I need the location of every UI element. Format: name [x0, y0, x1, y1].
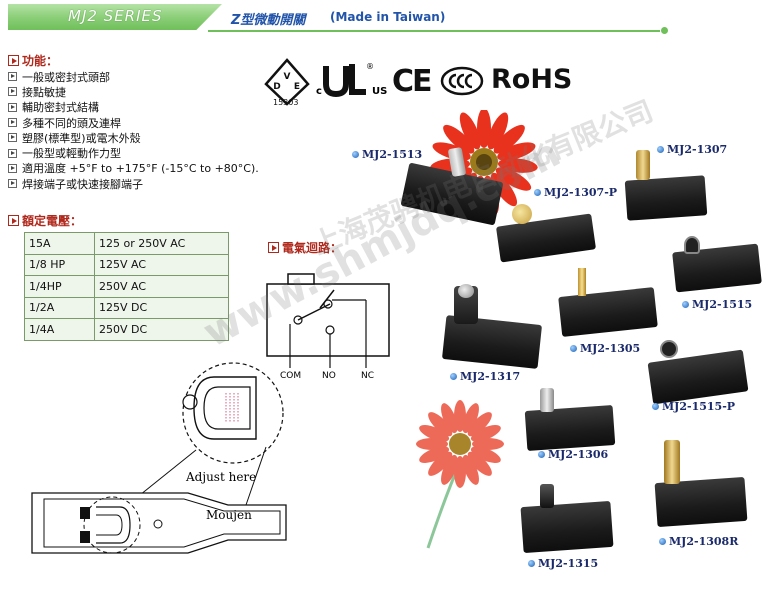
bullet-dot-icon	[538, 451, 545, 458]
circuit-diagram	[266, 273, 390, 368]
bullet-dot-icon	[570, 345, 577, 352]
adjust-diagram	[31, 362, 287, 554]
list-item: 一般型或輕動作力型	[8, 145, 268, 160]
arrow-icon	[8, 55, 19, 66]
plunger-mj2-1308r	[664, 440, 680, 484]
bullet-arrow-icon	[8, 148, 17, 158]
header-divider	[208, 30, 660, 32]
plunger-mj2-1515p	[660, 340, 678, 358]
product-label-mj2-1307p: MJ2-1307-P	[534, 186, 617, 199]
circuit-heading: 電氣迴路：	[268, 239, 342, 256]
plunger-mj2-1306	[540, 388, 554, 412]
plunger-mj2-1307p	[512, 204, 532, 224]
product-label-mj2-1317: MJ2-1317	[450, 370, 520, 383]
svg-text:D: D	[273, 82, 280, 92]
list-item: 多種不同的頭及連桿	[8, 115, 268, 130]
list-item: 焊接端子或快速接腳端子	[8, 176, 268, 191]
svg-text:V: V	[284, 72, 291, 82]
list-item: 接點敏捷	[8, 84, 268, 99]
ul-c-label: c	[316, 86, 322, 97]
bullet-dot-icon	[528, 560, 535, 567]
bullet-arrow-icon	[8, 87, 17, 97]
list-item: 塑膠(標準型)或電木外殼	[8, 130, 268, 145]
switch-image-mj2-1307	[624, 175, 708, 221]
product-label-mj2-1315: MJ2-1315	[528, 557, 598, 570]
plunger-mj2-1315	[540, 484, 554, 508]
bullet-dot-icon	[659, 538, 666, 545]
product-label-mj2-1513: MJ2-1513	[352, 148, 422, 161]
bullet-arrow-icon	[8, 163, 17, 173]
features-heading: 功能：	[8, 52, 58, 69]
features-list: 一般或密封式頭部 接點敏捷 輔助密封式結構 多種不同的頭及連桿 塑膠(標準型)或…	[8, 69, 268, 191]
header-divider-dot	[661, 27, 668, 34]
list-item: 輔助密封式結構	[8, 100, 268, 115]
bullet-dot-icon	[534, 189, 541, 196]
product-label-mj2-1306: MJ2-1306	[538, 448, 608, 461]
bullet-arrow-icon	[8, 179, 17, 189]
switch-image-mj2-1305	[558, 287, 658, 337]
ce-mark: CE	[392, 64, 432, 99]
product-label-mj2-1305: MJ2-1305	[570, 342, 640, 355]
terminal-nc-label: NC	[361, 371, 375, 381]
registered-mark: ®	[366, 62, 374, 71]
switch-image-mj2-1315	[520, 500, 614, 554]
bullet-dot-icon	[682, 301, 689, 308]
pink-flower-image	[416, 400, 504, 549]
bullet-dot-icon	[657, 146, 664, 153]
switch-image-mj2-1515p	[647, 349, 749, 405]
product-label-mj2-1307: MJ2-1307	[657, 143, 727, 156]
ul-logo-icon	[323, 64, 366, 98]
ccc-logo-icon	[440, 66, 484, 96]
plunger-mj2-1307	[636, 150, 650, 180]
terminal-com-label: COM	[280, 371, 302, 381]
ul-us-label: US	[372, 86, 388, 97]
vde-number: 15303	[273, 98, 299, 107]
bullet-dot-icon	[352, 151, 359, 158]
product-label-mj2-1515: MJ2-1515	[682, 298, 752, 311]
made-in-label: (Made in Taiwan)	[330, 10, 446, 24]
adjust-here-label: Adjust here	[186, 470, 257, 484]
list-item: 適用溫度 +5°F to +175°F (-15°C to +80°C).	[8, 161, 268, 176]
bullet-arrow-icon	[8, 72, 17, 82]
switch-image-mj2-1306	[524, 404, 616, 452]
svg-text:E: E	[294, 82, 300, 92]
series-tab	[8, 4, 222, 30]
bullet-dot-icon	[652, 403, 659, 410]
bullet-arrow-icon	[8, 102, 17, 112]
bullet-arrow-icon	[8, 133, 17, 143]
plunger-mj2-1305	[578, 268, 586, 296]
plunger-mj2-1317	[458, 284, 474, 298]
plunger-mj2-1515	[684, 236, 700, 254]
arrow-icon	[268, 242, 279, 253]
rohs-mark: RoHS	[491, 64, 573, 95]
series-label: MJ2 SERIES	[68, 7, 163, 25]
list-item: 一般或密封式頭部	[8, 69, 268, 84]
switch-image-mj2-1307p	[495, 213, 597, 263]
switch-image-mj2-1308r	[654, 476, 748, 528]
terminal-no-label: NO	[322, 371, 336, 381]
vde-logo-icon: V D E	[264, 58, 310, 106]
bullet-dot-icon	[450, 373, 457, 380]
brand-label: Moujen	[206, 508, 252, 522]
page-title: Z型微動開關	[231, 13, 306, 28]
product-label-mj2-1308r: MJ2-1308R	[659, 535, 738, 548]
arrow-icon	[8, 215, 19, 226]
bullet-arrow-icon	[8, 118, 17, 128]
ratings-heading: 額定電壓：	[8, 212, 82, 229]
product-label-mj2-1515p: MJ2-1515-P	[652, 400, 735, 413]
